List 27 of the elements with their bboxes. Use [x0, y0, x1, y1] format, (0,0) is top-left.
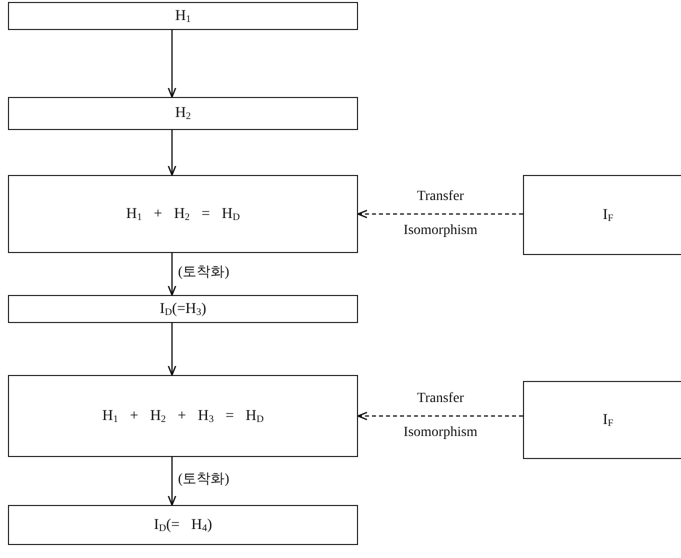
- process-box: [8, 375, 358, 457]
- process-box: [8, 2, 358, 30]
- formula-text: I$_{F}$: [602, 206, 614, 224]
- edge-label: Transfer Isomorphism: [402, 188, 478, 240]
- process-box: [8, 97, 358, 130]
- formula-text: H$_{1}$ + H$_{2}$ + H$_{3}$ = H$_{D}$: [102, 408, 264, 424]
- arrow: [357, 210, 523, 218]
- process-box: [8, 175, 358, 253]
- arrow: [168, 130, 176, 176]
- process-box: [523, 175, 681, 255]
- formula-text: H$_{2}$: [175, 105, 191, 122]
- formula-text: I$_{D}$(=H$_{3}$): [160, 300, 206, 318]
- edge-label: (토착화): [178, 264, 230, 282]
- process-box: [523, 381, 681, 459]
- formula-text: H$_{1}$: [175, 8, 191, 24]
- process-box: [8, 295, 358, 323]
- formula-text: I$_{D}$(= H$_{4}$): [154, 516, 212, 534]
- arrow: [357, 412, 523, 420]
- process-box: [8, 505, 358, 545]
- edge-label: (토착화): [178, 471, 230, 489]
- arrow: [168, 323, 176, 376]
- edge-label: Transfer Isomorphism: [402, 390, 478, 442]
- arrow: [168, 457, 176, 506]
- formula-text: H$_{1}$ + H$_{2}$ = H$_{D}$: [126, 206, 240, 222]
- formula-text: I$_{F}$: [602, 412, 614, 428]
- arrow: [168, 30, 176, 98]
- arrow: [168, 253, 176, 296]
